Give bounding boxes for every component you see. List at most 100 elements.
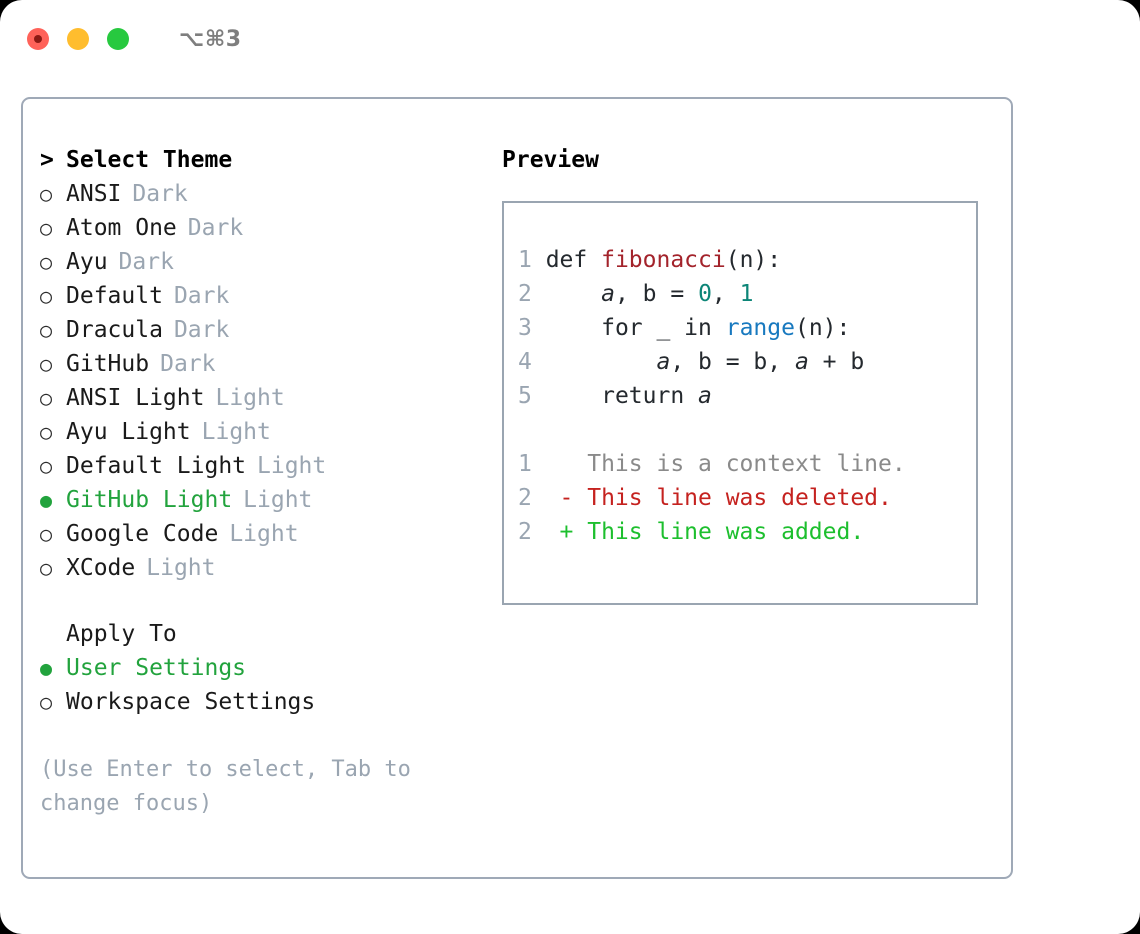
diff-line-deleted: 2 - This line was deleted.: [518, 481, 906, 515]
theme-option-google-code[interactable]: ○ Google Code Light: [40, 521, 470, 555]
theme-name: ANSI: [66, 181, 122, 207]
apply-to-option-workspace-settings[interactable]: ○ Workspace Settings: [40, 689, 470, 723]
radio-unselected-icon: ○: [40, 522, 53, 546]
theme-variant-badge: Dark: [173, 317, 230, 343]
theme-option-dracula[interactable]: ○ Dracula Dark: [40, 317, 470, 351]
spacer-marker: ○: [40, 624, 66, 644]
line-number: 1: [518, 451, 560, 477]
apply-to-label: User Settings: [66, 655, 247, 681]
code-line: 5 return a: [518, 379, 906, 413]
code-token: 0: [698, 281, 712, 307]
section-spacer: [40, 589, 470, 621]
theme-name: Google Code: [66, 521, 219, 547]
radio-selected-icon: ●: [40, 488, 53, 512]
diff-line-text: This is a context line.: [559, 451, 906, 477]
theme-name: Default Light: [66, 453, 247, 479]
radio-unselected-icon: ○: [40, 216, 53, 240]
radio-unselected-icon: ○: [40, 318, 53, 342]
theme-variant-badge: Light: [146, 555, 216, 581]
keyboard-shortcut-label: ⌥⌘3: [179, 26, 242, 52]
apply-to-heading: ○Apply To: [40, 621, 470, 655]
line-number: 3: [518, 315, 546, 341]
apply-to-label: Workspace Settings: [66, 689, 316, 715]
theme-variant-badge: Dark: [118, 249, 174, 275]
code-token: fibonacci: [601, 247, 726, 273]
theme-option-default-light[interactable]: ○ Default Light Light: [40, 453, 470, 487]
code-token: b: [642, 281, 657, 307]
title-bar: ⌥⌘3: [0, 0, 1140, 78]
line-number: 2: [518, 281, 546, 307]
code-token: return: [545, 383, 699, 409]
caret-icon: >: [40, 147, 54, 173]
line-number: 2: [518, 519, 560, 545]
diff-line-context: 1 This is a context line.: [518, 447, 906, 481]
code-token: + b: [808, 349, 865, 375]
theme-name: XCode: [66, 555, 136, 581]
theme-option-xcode[interactable]: ○ XCode Light: [40, 555, 470, 589]
theme-name: Atom One: [66, 215, 177, 241]
code-token: a: [656, 349, 671, 375]
preview-title: Preview: [502, 147, 599, 173]
theme-variant-badge: Dark: [160, 351, 216, 377]
theme-variant-badge: Light: [257, 453, 327, 479]
keyboard-hint: (Use Enter to select, Tab to change focu…: [40, 757, 411, 816]
radio-unselected-icon: ○: [40, 454, 53, 478]
theme-variant-badge: Light: [229, 521, 299, 547]
close-window-button[interactable]: [27, 28, 49, 50]
code-line: 3 for _ in range(n):: [518, 311, 906, 345]
code-blank-line: [518, 413, 906, 447]
radio-unselected-icon: ○: [40, 556, 53, 580]
theme-name: Dracula: [66, 317, 163, 343]
code-token: a: [698, 383, 712, 409]
code-token: =: [656, 281, 699, 307]
line-number: 4: [518, 349, 546, 375]
code-token: ,: [614, 281, 643, 307]
theme-option-ayu-light[interactable]: ○ Ayu Light Light: [40, 419, 470, 453]
theme-variant-badge: Dark: [173, 283, 230, 309]
theme-variant-badge: Light: [243, 487, 313, 513]
theme-name: Default: [66, 283, 163, 309]
code-token: def: [545, 247, 602, 273]
select-theme-heading: >Select Theme: [40, 147, 233, 173]
window-controls: [27, 28, 129, 50]
radio-selected-icon: ●: [40, 656, 53, 680]
line-number: 2: [518, 485, 560, 511]
radio-unselected-icon: ○: [40, 690, 53, 714]
code-line: 2 a, b = 0, 1: [518, 277, 906, 311]
apply-to-option-user-settings[interactable]: ● User Settings: [40, 655, 470, 689]
diff-line-added: 2 + This line was added.: [518, 515, 906, 549]
code-token: [546, 349, 657, 375]
theme-name: Ayu Light: [66, 419, 191, 445]
theme-name: GitHub: [66, 351, 150, 377]
code-token: [546, 281, 601, 307]
theme-name: ANSI Light: [66, 385, 205, 411]
code-token: ,: [711, 281, 740, 307]
code-token: 1: [739, 281, 754, 307]
theme-variant-badge: Light: [215, 385, 285, 411]
maximize-window-button[interactable]: [107, 28, 129, 50]
radio-unselected-icon: ○: [40, 182, 53, 206]
apply-to-options: ● User Settings ○ Workspace Settings: [40, 655, 470, 723]
minimize-window-button[interactable]: [67, 28, 89, 50]
diff-line-text: + This line was added.: [559, 519, 865, 545]
code-token: (n):: [794, 315, 851, 341]
theme-variant-badge: Light: [201, 419, 271, 445]
theme-option-ayu[interactable]: ○ Ayu Dark: [40, 249, 470, 283]
code-token: a: [794, 349, 809, 375]
theme-name: Ayu: [66, 249, 108, 275]
line-number: 5: [518, 383, 546, 409]
radio-unselected-icon: ○: [40, 250, 53, 274]
preview-column: Preview 1 def fibonacci (n): 2 a, b = 0, 1…: [502, 147, 992, 605]
radio-unselected-icon: ○: [40, 420, 53, 444]
